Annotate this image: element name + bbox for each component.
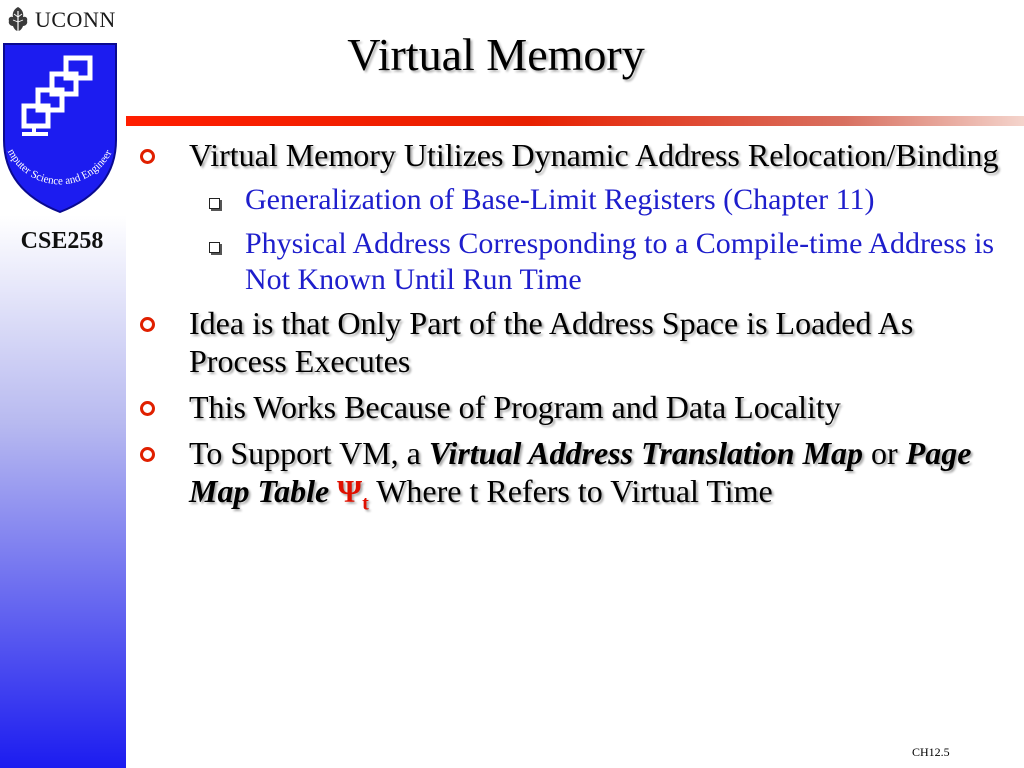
title-divider <box>126 116 1024 126</box>
sub-bullet-item: Generalization of Base-Limit Registers (… <box>132 182 1012 218</box>
cse-department-logo: Computer Science and Engineering <box>0 40 117 214</box>
page-number: CH12.5 <box>912 745 950 759</box>
bullet-text: Idea is that Only Part of the Address Sp… <box>189 305 914 379</box>
square-bullet-icon <box>209 242 220 253</box>
bullet-text-part: or <box>863 435 906 471</box>
circle-bullet-icon <box>140 401 155 416</box>
brand-name: UCONN <box>35 7 116 32</box>
bullet-item: To Support VM, a Virtual Address Transla… <box>132 434 1012 522</box>
sidebar: UCONN Computer Science and Engineering C… <box>0 0 126 768</box>
course-code: CSE258 <box>20 228 104 254</box>
emphasis-term: Page Map Table <box>189 435 972 509</box>
circle-bullet-icon <box>140 149 155 164</box>
university-brand: UCONN <box>4 4 116 36</box>
sub-bullet-item: Physical Address Corresponding to a Comp… <box>132 226 1012 298</box>
bullet-item: Idea is that Only Part of the Address Sp… <box>132 304 1012 380</box>
emphasis-term: Virtual Address Translation Map <box>428 435 864 471</box>
bullet-text-part: Where t Refers to Virtual Time <box>368 473 773 509</box>
psi-subscript: t <box>362 492 369 515</box>
sub-bullet-text: Physical Address Corresponding to a Comp… <box>245 227 995 296</box>
oak-leaf-icon <box>8 7 28 34</box>
circle-bullet-icon <box>140 447 155 462</box>
bullet-item: Virtual Memory Utilizes Dynamic Address … <box>132 136 1012 174</box>
slide-content: Virtual Memory Utilizes Dynamic Address … <box>132 136 1012 530</box>
bullet-text: This Works Because of Program and Data L… <box>189 389 841 425</box>
circle-bullet-icon <box>140 317 155 332</box>
psi-glyph: Ψ <box>337 473 363 509</box>
square-bullet-icon <box>209 198 220 209</box>
bullet-text-part: To Support VM, a <box>189 435 429 471</box>
psi-symbol: Ψt <box>337 473 369 514</box>
bullet-text: To Support VM, a Virtual Address Transla… <box>189 435 972 514</box>
slide-title: Virtual Memory <box>347 29 645 80</box>
sub-bullet-text: Generalization of Base-Limit Registers (… <box>245 183 875 216</box>
bullet-text: Virtual Memory Utilizes Dynamic Address … <box>189 137 999 173</box>
bullet-item: This Works Because of Program and Data L… <box>132 388 1012 426</box>
